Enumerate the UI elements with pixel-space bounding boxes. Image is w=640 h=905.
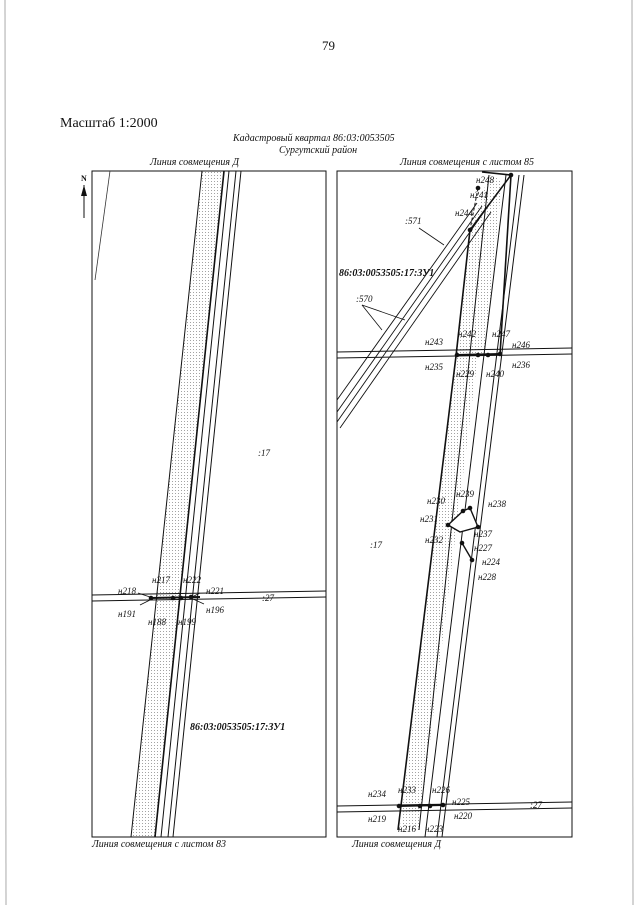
point-label: н241 [470, 190, 488, 200]
point-label: н235 [425, 362, 443, 372]
right-band-line [336, 208, 487, 423]
leader-line [192, 598, 205, 605]
leader-line [418, 227, 445, 246]
point-label: н223 [425, 824, 443, 834]
point-label: н237 [474, 529, 492, 539]
left-corridor-line [154, 170, 225, 838]
point-label: н220 [454, 811, 472, 821]
right-top-caption: Линия совмещения с листом 85 [400, 157, 535, 168]
ref-label: :570 [356, 294, 373, 304]
right-bottom-caption: Линия совмещения Д [352, 839, 441, 850]
north-label: N [81, 174, 87, 183]
quarter-title: Кадастровый квартал 86:03:0053505 [233, 133, 395, 144]
parcel-code-label: 86:03:0053505:17:ЗУ1 [190, 722, 285, 733]
right-road-line [336, 801, 573, 807]
left-corridor-line [172, 170, 242, 838]
left-corridor-line [160, 170, 230, 838]
point-label: н191 [118, 609, 136, 619]
point-label: н216 [398, 824, 416, 834]
left-corridor-line [167, 170, 237, 838]
leader-line [361, 304, 383, 331]
page-edge-left [4, 0, 7, 905]
right-band-line [336, 205, 483, 413]
right-corridor-line [441, 174, 525, 838]
road-ref-label: :27 [530, 800, 542, 810]
district-title: Сургутский район [279, 145, 358, 156]
right-parcel-boundary [481, 171, 512, 176]
point-label: н227 [474, 543, 492, 553]
right-panel: н248 н241 н244 :571 86:03:0053505:17:ЗУ1… [336, 170, 573, 838]
leader-line [191, 592, 201, 598]
left-panel: н218 н217 н222 н221 н191 н188 н199 н196 … [81, 170, 327, 838]
left-dotted-strip [130, 170, 225, 838]
left-road-line [91, 590, 327, 596]
right-corridor-line [424, 174, 507, 838]
leader-line [361, 304, 406, 321]
right-frame [336, 170, 573, 838]
point-markers [396, 172, 514, 809]
right-corridor-line [436, 174, 520, 838]
point-label: н228 [478, 572, 496, 582]
left-bottom-caption: Линия совмещения с листом 83 [92, 839, 227, 850]
point-marker [188, 594, 194, 600]
point-label: н238 [488, 499, 506, 509]
point-label: н224 [482, 557, 500, 567]
point-label: н232 [425, 535, 443, 545]
point-label: н229 [456, 369, 474, 379]
point-label: н246 [512, 340, 530, 350]
point-label: н225 [452, 797, 470, 807]
point-label: н239 [456, 489, 474, 499]
point-label: н240 [486, 369, 504, 379]
left-boundary-line [94, 170, 111, 281]
right-road-line [336, 807, 573, 813]
point-label: н219 [368, 814, 386, 824]
scale-label: Масштаб 1:2000 [60, 116, 158, 131]
point-label: н244 [455, 208, 473, 218]
right-parcel-boundary [469, 174, 512, 231]
right-notch [461, 542, 473, 561]
right-band-line [336, 202, 478, 401]
point-marker [178, 595, 184, 601]
point-label: н199 [178, 617, 196, 627]
point-label: н242 [458, 329, 476, 339]
point-label: н188 [148, 617, 166, 627]
left-top-caption: Линия совмещения Д [150, 157, 239, 168]
point-label: н247 [492, 329, 510, 339]
point-label: н230 [427, 496, 445, 506]
page-number: 79 [322, 38, 335, 53]
point-label: н226 [432, 785, 450, 795]
parcel-code-label: 86:03:0053505:17:ЗУ1 [339, 268, 434, 279]
right-dotted-strip [400, 175, 502, 830]
leader-line [137, 592, 151, 598]
point-marker [170, 595, 176, 601]
ref-label: :571 [405, 216, 422, 226]
parcel-ref-label: :17 [370, 540, 382, 550]
page-edge-right [631, 0, 634, 905]
right-band-line [339, 211, 492, 429]
point-label: н218 [118, 586, 136, 596]
point-label: н196 [206, 605, 224, 615]
point-label: н233 [398, 785, 416, 795]
point-label: н221 [206, 586, 224, 596]
point-label: н234 [368, 789, 386, 799]
point-label: н222 [183, 575, 201, 585]
right-road-line [336, 347, 573, 353]
parcel-ref-label: :17 [258, 448, 270, 458]
right-dashed-line [469, 187, 479, 231]
point-label: н231 [420, 514, 438, 524]
right-corridor-line [418, 174, 490, 831]
point-label: н217 [152, 575, 170, 585]
left-road-line [91, 596, 327, 602]
road-ref-label: :27 [262, 593, 274, 603]
right-parcel-boundary [499, 174, 512, 356]
point-label: н243 [425, 337, 443, 347]
right-road-line [336, 353, 573, 359]
leader-line [139, 599, 151, 606]
point-label: н236 [512, 360, 530, 370]
point-label: н248 [476, 175, 494, 185]
